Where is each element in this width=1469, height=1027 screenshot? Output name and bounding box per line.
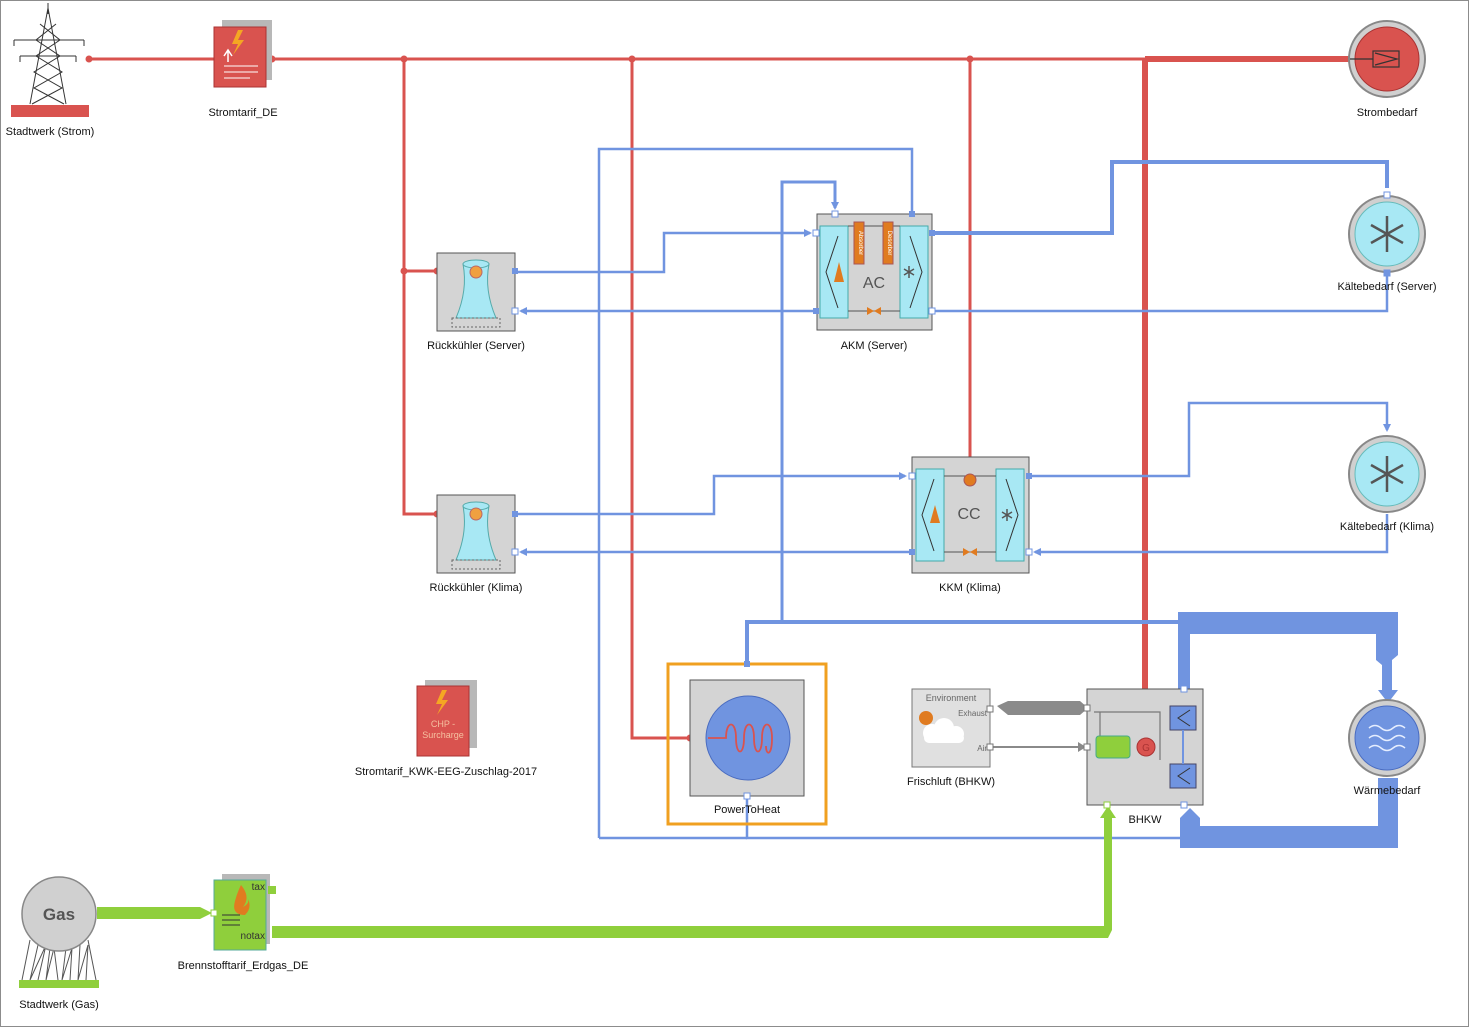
label-frischluft: Frischluft (BHKW)	[907, 776, 995, 788]
chp-label: CHP -	[431, 719, 455, 729]
heating-coil-icon	[708, 723, 773, 754]
waermebedarf[interactable]: Wärmebedarf	[1348, 699, 1426, 797]
snowflake-icon	[1001, 509, 1013, 521]
cooling-tower-icon	[451, 259, 501, 328]
water-lines	[515, 147, 1391, 840]
flame-icon	[930, 505, 940, 523]
snowflake-icon	[903, 266, 915, 278]
stadtwerk-strom[interactable]: Stadtwerk (Strom)	[6, 3, 95, 138]
frischluft-bhkw[interactable]: Environment Exhaust Air Frischluft (BHKW…	[907, 688, 995, 788]
brennstofftarif-erdgas[interactable]: tax notax Brennstofftarif_Erdgas_DE	[178, 874, 309, 972]
akm-server[interactable]: Absorber Desorber AC AKM (Server)	[812, 210, 936, 352]
label-rueckkuehler-klima: Rückkühler (Klima)	[430, 582, 523, 594]
snowflake-icon	[1370, 456, 1404, 492]
stromtarif-de[interactable]: Stromtarif_DE	[208, 20, 278, 119]
electric-junctions	[85, 55, 974, 742]
generator-label: G	[1142, 743, 1150, 754]
flame-icon	[234, 885, 250, 915]
bhkw[interactable]: G BHKW	[1083, 685, 1204, 826]
cc-label: CC	[957, 506, 980, 523]
label-kkm: KKM (Klima)	[939, 582, 1001, 594]
exhaust-label: Exhaust	[958, 709, 988, 718]
kkm-klima[interactable]: CC KKM (Klima)	[908, 456, 1033, 594]
environment-label: Environment	[926, 693, 977, 703]
label-power-to-heat: PowerToHeat	[714, 804, 780, 816]
label-kaeltebedarf-klima: Kältebedarf (Klima)	[1340, 521, 1434, 533]
label-waermebedarf: Wärmebedarf	[1354, 785, 1422, 797]
tax-label: tax	[252, 882, 265, 893]
power-pylon-icon	[13, 3, 85, 105]
electricity-tariff-icon	[223, 30, 258, 79]
absorber-label: Absorber	[857, 231, 863, 255]
strombedarf[interactable]: Strombedarf	[1348, 20, 1426, 119]
electric-lines	[89, 56, 1349, 747]
snowflake-icon	[1370, 216, 1404, 252]
label-strombedarf: Strombedarf	[1357, 107, 1418, 119]
engine-icon	[1095, 735, 1131, 759]
notax-label: notax	[241, 931, 265, 942]
gas-label: Gas	[43, 905, 75, 924]
air-label: Air	[977, 744, 987, 753]
kaeltebedarf-klima[interactable]: Kältebedarf (Klima)	[1340, 435, 1434, 533]
exhaust-lines	[990, 701, 1088, 752]
cloud-icon	[923, 718, 964, 743]
label-stadtwerk-gas: Stadtwerk (Gas)	[19, 999, 98, 1011]
electricity-tariff-icon	[436, 690, 448, 715]
power-to-heat[interactable]: PowerToHeat	[666, 661, 828, 826]
label-stadtwerk-strom: Stadtwerk (Strom)	[6, 126, 95, 138]
cooling-tower-icon	[451, 501, 501, 570]
heat-waves-icon	[1368, 724, 1406, 752]
kaeltebedarf-server[interactable]: Kältebedarf (Server)	[1337, 191, 1437, 293]
flame-icon	[834, 262, 844, 282]
label-brennstofftarif: Brennstofftarif_Erdgas_DE	[178, 960, 309, 972]
gas-tank-icon	[21, 939, 97, 981]
label-stromtarif: Stromtarif_DE	[208, 107, 277, 119]
label-akm: AKM (Server)	[841, 340, 908, 352]
gas-lines	[97, 806, 1116, 938]
heat-loop	[1178, 612, 1398, 848]
ground-bar	[11, 105, 89, 117]
ac-label: AC	[863, 275, 885, 292]
generator-icon	[1136, 737, 1156, 757]
label-rueckkuehler-server: Rückkühler (Server)	[427, 340, 525, 352]
rueckkuehler-server[interactable]: Rückkühler (Server)	[427, 252, 525, 352]
stromtarif-kwk[interactable]: CHP - Surcharge Stromtarif_KWK-EEG-Zusch…	[355, 680, 537, 778]
desorber-label: Desorber	[886, 231, 892, 256]
label-kaeltebedarf-server: Kältebedarf (Server)	[1337, 281, 1436, 293]
rueckkuehler-klima[interactable]: Rückkühler (Klima)	[430, 494, 523, 594]
label-stromtarif-kwk: Stromtarif_KWK-EEG-Zuschlag-2017	[355, 766, 537, 778]
label-bhkw: BHKW	[1129, 814, 1163, 826]
electric-demand-icon	[1350, 50, 1400, 68]
stadtwerk-gas[interactable]: Gas Stadtwerk (Gas)	[19, 876, 99, 1011]
surcharge-label: Surcharge	[422, 730, 464, 740]
sun-icon	[919, 711, 933, 725]
